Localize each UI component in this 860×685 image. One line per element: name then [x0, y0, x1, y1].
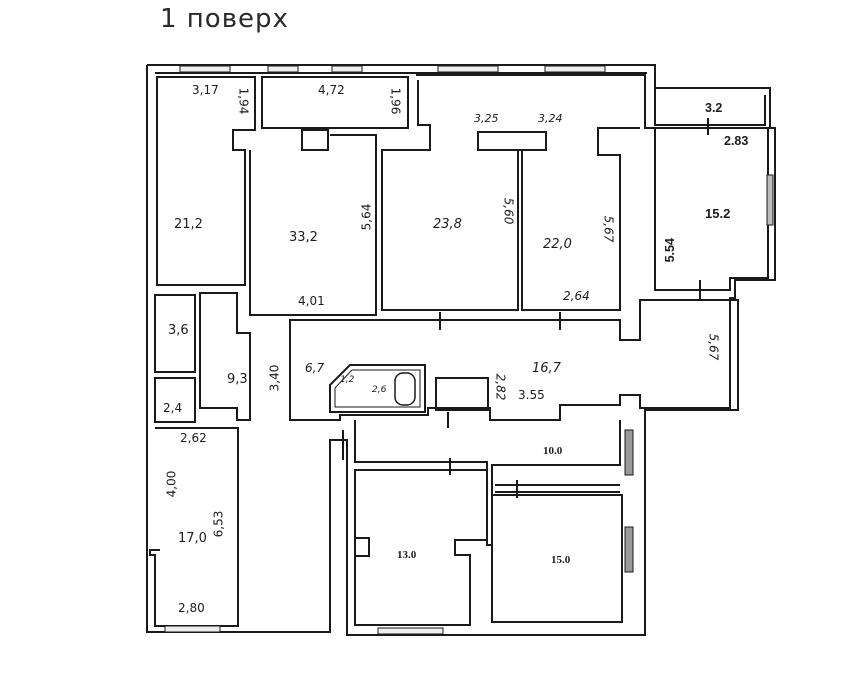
wc-area: 2,4 [163, 401, 183, 415]
room-17-0-walls [149, 427, 239, 627]
kitchen-walls [289, 299, 731, 421]
room-33-2-bottom: 4,01 [298, 294, 325, 308]
hall-area: 9,3 [227, 372, 248, 387]
room-15-2-side: 5.54 [662, 238, 677, 263]
room-15-0-walls [491, 494, 623, 623]
room-33-2-walls [249, 134, 377, 316]
room-15-0-area: 15.0 [551, 554, 571, 566]
room-17-0-side: 6,53 [211, 510, 226, 538]
kitchen-area: 16,7 [532, 361, 561, 376]
bath-area: 3,6 [168, 323, 189, 338]
room-15-2-width: 2.83 [724, 134, 749, 148]
room-13-0-area: 13.0 [397, 549, 417, 561]
room-storage-walls [261, 76, 409, 129]
kitchen-width: 3.55 [518, 388, 545, 402]
room-17-0-top: 2,62 [180, 431, 207, 445]
floor-title: 1 поверх [160, 4, 289, 34]
room-23-8-22-0-walls [381, 80, 640, 311]
kitchen-depth: 2,82 [493, 373, 508, 401]
room-15-2-area: 15.2 [705, 206, 731, 221]
room-21-2-width: 3,17 [192, 83, 219, 97]
room-23-8-area: 23,8 [433, 217, 462, 232]
room-23-8-side: 5,60 [501, 197, 516, 225]
balcony-area: 3.2 [705, 101, 723, 115]
room-17-0-bottom: 2,80 [178, 601, 205, 615]
room-23-8-width: 3,25 [474, 112, 499, 125]
wc-walls [154, 377, 196, 423]
room-21-2-walls [156, 76, 256, 286]
room-17-0-inner: 4,00 [164, 470, 179, 498]
room-22-0-side: 5,67 [601, 215, 616, 243]
bath-walls [154, 294, 196, 373]
hall-walls [199, 292, 251, 421]
storage-depth: 1,96 [388, 87, 403, 115]
chimney-block [477, 131, 547, 151]
wetroom-walls [329, 364, 426, 413]
room-22-0-bottom: 2,64 [563, 289, 590, 303]
bathtub-icon [394, 372, 416, 406]
wetroom-sub1: 1,2 [340, 375, 355, 385]
room-13-0-walls [354, 469, 488, 626]
hall-side: 3,40 [267, 364, 282, 392]
kitchen-side: 5,67 [706, 333, 721, 361]
room-17-0-area: 17,0 [178, 531, 207, 546]
room-10-0-area: 10.0 [543, 445, 563, 457]
room-15-2-walls [654, 127, 769, 291]
room-22-0-area: 22,0 [543, 237, 572, 252]
storage-width: 4,72 [318, 83, 345, 97]
room-33-2-side: 5,64 [359, 203, 374, 231]
room-21-2-area: 21,2 [174, 217, 203, 232]
wetroom-sub2: 2,6 [372, 385, 387, 395]
room-22-0-width: 3,24 [538, 112, 563, 125]
wetroom-area: 6,7 [305, 361, 325, 375]
room-21-2-depth: 1,94 [236, 87, 251, 115]
room-33-2-area: 33,2 [289, 230, 318, 245]
